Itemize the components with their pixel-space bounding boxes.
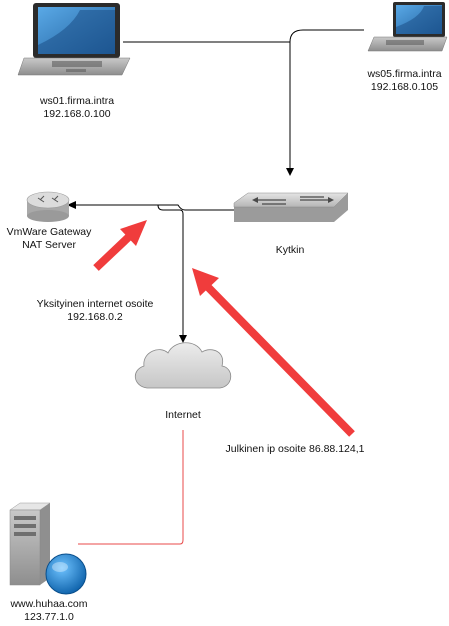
switch-icon — [233, 192, 349, 222]
highlight-arrow-public — [201, 280, 355, 437]
private-ip-annotation: Yksityinen internet osoite 192.168.0.2 — [20, 298, 170, 324]
ws05-label: ws05.firma.intra 192.168.0.105 — [352, 68, 449, 94]
link-server-internet — [78, 430, 184, 545]
ws01-label: ws01.firma.intra 192.168.0.100 — [12, 95, 142, 121]
router-icon — [26, 191, 70, 222]
highlight-arrows — [93, 220, 355, 437]
highlight-arrowhead-private — [120, 220, 147, 246]
private-ip-title: Yksityinen internet osoite — [36, 298, 154, 310]
server-globe-icon — [9, 502, 87, 595]
internet-label: Internet — [165, 409, 201, 421]
link-switch-gateway — [75, 204, 234, 211]
gateway-role: NAT Server — [22, 239, 76, 251]
server-ip: 123.77.1.0 — [24, 611, 74, 623]
private-ip-value: 192.168.0.2 — [67, 311, 123, 323]
arrowhead-switch — [286, 168, 294, 176]
highlight-arrowhead-public — [192, 268, 219, 296]
cloud-icon — [134, 342, 232, 389]
arrowhead-gateway — [67, 201, 76, 209]
ws01-ip: 192.168.0.100 — [43, 108, 111, 120]
gateway-label: VmWare Gateway NAT Server — [0, 226, 98, 252]
server-label: www.huhaa.com 123.77.1.0 — [0, 598, 98, 624]
laptop-icon — [17, 3, 131, 76]
highlight-arrow-private — [93, 229, 137, 271]
switch-label: Kytkin — [275, 244, 305, 256]
arrowheads — [67, 168, 294, 343]
ws05-hostname: ws05.firma.intra — [367, 68, 442, 80]
laptop-icon — [367, 2, 448, 52]
link-ws05-switch — [289, 29, 364, 43]
ws05-ip: 192.168.0.105 — [370, 81, 439, 93]
public-ip-annotation: Julkinen ip osoite 86.88.124,1 — [225, 443, 365, 455]
link-ws01-switch — [123, 41, 291, 168]
connectors — [75, 29, 364, 336]
server-hostname: www.huhaa.com — [10, 598, 88, 610]
gateway-name: VmWare Gateway — [6, 226, 92, 238]
ws01-hostname: ws01.firma.intra — [39, 95, 115, 107]
arrowhead-internet — [179, 335, 187, 343]
link-gateway-internet — [157, 204, 184, 336]
